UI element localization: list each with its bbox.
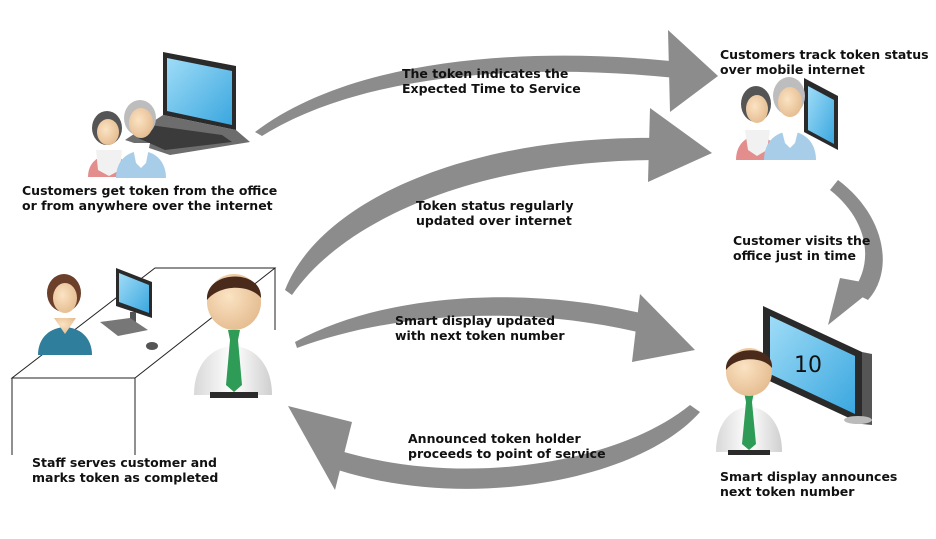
label-track-status: Customers track token status over mobile… — [720, 47, 929, 77]
smart-display-icon — [763, 306, 872, 425]
label-get-token: Customers get token from the office or f… — [22, 183, 278, 213]
announcer-icon — [716, 348, 782, 455]
customers-laptop-icon — [88, 52, 250, 178]
token-number-text: 10 — [794, 353, 822, 378]
arrow-visit-office — [828, 180, 883, 325]
token-number: 10 — [794, 353, 822, 378]
arrow-display-updated — [295, 294, 695, 362]
arrow-proceeds — [288, 405, 700, 490]
arrow-expected-time — [255, 30, 718, 136]
label-expected-time: The token indicates the Expected Time to… — [402, 66, 581, 96]
label-display-announces: Smart display announces next token numbe… — [720, 469, 898, 499]
staff-icon — [38, 274, 92, 355]
label-status-updated: Token status regularly updated over inte… — [416, 198, 574, 228]
customers-mobile-icon — [736, 77, 838, 160]
label-proceeds: Announced token holder proceeds to point… — [408, 431, 606, 461]
label-display-updated: Smart display updated with next token nu… — [395, 313, 565, 343]
arrow-status-updated — [285, 108, 712, 295]
label-staff-serves: Staff serves customer and marks token as… — [32, 455, 219, 485]
customer-at-counter-icon — [194, 274, 272, 398]
label-visit-office: Customer visits the office just in time — [733, 233, 871, 263]
